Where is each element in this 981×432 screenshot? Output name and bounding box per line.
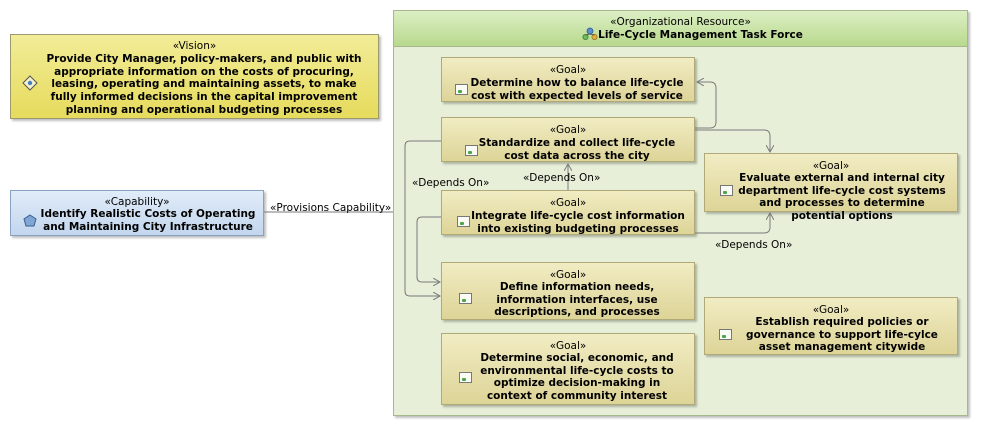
goal-stereotype: «Goal» [549, 340, 587, 352]
goal-icon [719, 329, 732, 340]
goal-standardize-data[interactable]: «Goal» Standardize and collect life-cycl… [441, 117, 695, 162]
goal-text: Define information needs, information in… [494, 281, 660, 319]
goal-stereotype: «Goal» [812, 304, 850, 316]
depends-integrate-evaluate[interactable] [695, 213, 770, 234]
capability-icon [23, 212, 37, 231]
depends-standardize-define[interactable] [404, 140, 441, 296]
goal-text: Standardize and collect life-cycle cost … [478, 137, 676, 162]
goal-text: Determine how to balance life-cycle cost… [470, 77, 684, 102]
goal-stereotype: «Goal» [549, 269, 587, 281]
depends-integrate-define[interactable] [416, 216, 441, 282]
goal-social-economic-costs[interactable]: «Goal» Determine social, economic, and e… [441, 333, 695, 405]
goal-icon [459, 293, 472, 304]
capability-stereotype: «Capability» [104, 196, 170, 208]
depends-on-label-right: «Depends On» [715, 239, 793, 251]
depends-on-label-left: «Depends On» [412, 177, 490, 189]
provisions-capability-label: «Provisions Capability» [270, 202, 392, 214]
goal-stereotype: «Goal» [549, 64, 587, 76]
goal-integrate-budgeting[interactable]: «Goal» Integrate life-cycle cost informa… [441, 190, 695, 235]
depends-on-label-middle: «Depends On» [523, 172, 601, 184]
depends-standardize-balance[interactable] [695, 82, 717, 129]
goal-icon [459, 372, 472, 383]
capability-element[interactable]: «Capability» Identify Realistic Costs of… [10, 190, 264, 236]
goal-icon [457, 216, 470, 227]
organization-icon [582, 27, 598, 46]
depends-standardize-evaluate[interactable] [695, 129, 770, 152]
goal-icon [455, 84, 468, 95]
vision-stereotype: «Vision» [172, 40, 217, 52]
vision-text: Provide City Manager, policy-makers, and… [46, 53, 362, 116]
goal-text: Determine social, economic, and environm… [480, 352, 674, 403]
goal-define-information-needs[interactable]: «Goal» Define information needs, informa… [441, 262, 695, 320]
goal-stereotype: «Goal» [549, 197, 587, 209]
goal-establish-policies[interactable]: «Goal» Establish required policies or go… [704, 297, 958, 355]
goal-icon [465, 145, 478, 156]
goal-text: Establish required policies or governanc… [746, 316, 938, 354]
goal-stereotype: «Goal» [549, 124, 587, 136]
goal-text: Evaluate external and internal city depa… [738, 172, 946, 223]
capability-text: Identify Realistic Costs of Operating an… [40, 208, 256, 233]
goal-balance-cost[interactable]: «Goal» Determine how to balance life-cyc… [441, 57, 695, 102]
goal-icon [720, 185, 733, 196]
vision-icon [22, 75, 38, 95]
org-header: «Organizational Resource» Life-Cycle Man… [394, 11, 967, 47]
goal-evaluate-systems[interactable]: «Goal» Evaluate external and internal ci… [704, 153, 958, 222]
goal-text: Integrate life-cycle cost information in… [471, 210, 685, 235]
vision-element[interactable]: «Vision» Provide City Manager, policy-ma… [10, 34, 379, 119]
org-name: Life-Cycle Management Task Force [598, 29, 803, 41]
goal-stereotype: «Goal» [812, 160, 850, 172]
org-stereotype: «Organizational Resource» [610, 16, 751, 28]
